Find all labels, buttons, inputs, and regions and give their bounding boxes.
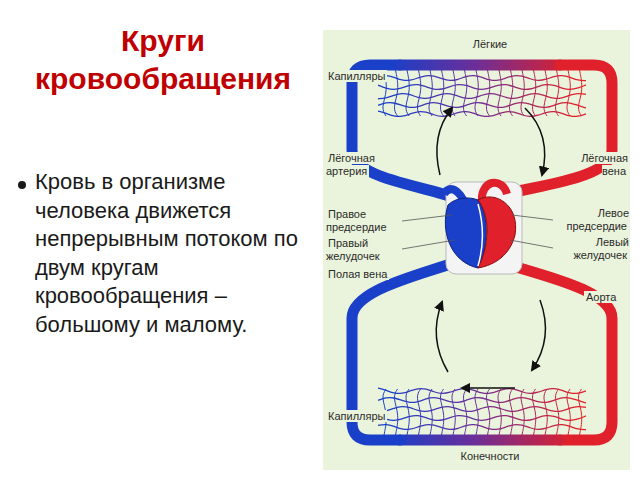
capillary-strand (378, 94, 586, 99)
capillary-strand (378, 398, 586, 403)
capillary-branch (440, 389, 443, 435)
slide-title: Круги кровообращения (18, 22, 308, 97)
capillary-branch (417, 389, 420, 435)
capillary-strand (378, 388, 586, 393)
bullet-dot (18, 181, 26, 189)
capillary-branch (567, 70, 570, 116)
capillary-branch (463, 389, 466, 435)
heart-chamber-label: Левый желудочек (553, 236, 629, 261)
pulmonary-vein (506, 65, 612, 194)
capillary-branch (509, 389, 512, 435)
capillary-branch (567, 389, 570, 435)
label-text: Конечности (459, 450, 522, 462)
label-text: Аорта (584, 291, 618, 303)
capillary-branch (498, 70, 501, 116)
label-text: Капилляры (326, 410, 387, 422)
capillary-branch (544, 389, 547, 435)
capillary-branch (452, 70, 455, 116)
flow-arrows (436, 108, 545, 388)
vessel-label: Лёгочная вена (564, 152, 628, 177)
capillary-branch (429, 70, 432, 116)
capillary-branch (532, 389, 535, 435)
capillary-branch (521, 389, 524, 435)
capillary-branch (440, 70, 443, 116)
capillary-branch (521, 70, 524, 116)
vessel-label: Лёгочная артерия (326, 152, 392, 177)
heart-chamber-label: Левое предсердие (553, 207, 629, 232)
capillary-branch (509, 70, 512, 116)
capillary-branch (406, 389, 409, 435)
leader-lines (402, 215, 553, 249)
label-text: Правое предсердие (326, 208, 389, 233)
capillary-branch (498, 389, 501, 435)
label-text: Левое предсердие (566, 207, 629, 232)
part-label: Капилляры (326, 70, 401, 83)
vessel-label: Полая вена (326, 268, 392, 281)
bullet-text: Кровь в организме человека движется непр… (35, 168, 310, 340)
capillary-branch (475, 389, 478, 435)
lung-capillaries (400, 60, 560, 71)
capillary-branch (486, 70, 489, 116)
organ-label: Конечности (440, 450, 540, 463)
capillary-branch (406, 70, 409, 116)
capillary-strand (378, 103, 586, 108)
part-label: Капилляры (326, 410, 401, 423)
aorta-vessel (500, 262, 612, 440)
capillary-branch (394, 70, 397, 116)
heart (444, 182, 522, 274)
capillary-branch (578, 70, 581, 116)
heart-chamber-label: Правое предсердие (326, 208, 402, 233)
capillary-branch (463, 70, 466, 116)
capillary-strand (378, 407, 586, 412)
label-text: Правый желудочек (326, 237, 382, 262)
capillary-branch (555, 389, 558, 435)
capillary-branch (429, 389, 432, 435)
capillary-branch (486, 389, 489, 435)
label-text: Лёгкие (471, 38, 509, 50)
pulmonary-artery (352, 65, 452, 197)
capillary-mesh (378, 70, 586, 435)
capillary-branch (532, 70, 535, 116)
body-capillaries (400, 435, 560, 446)
capillary-branch (544, 70, 547, 116)
vessel-label: Аорта (584, 291, 630, 304)
organ-label: Лёгкие (440, 38, 540, 51)
label-text: Лёгочная артерия (326, 152, 375, 177)
label-text: Лёгочная вена (579, 152, 628, 177)
label-text: Левый желудочек (573, 236, 629, 261)
label-text: Капилляры (326, 70, 387, 82)
capillary-branch (417, 70, 420, 116)
capillary-branch (394, 389, 397, 435)
capillary-branch (578, 389, 581, 435)
diagram-panel (323, 30, 630, 470)
heart-chamber-label: Правый желудочек (326, 237, 402, 262)
capillary-branch (555, 70, 558, 116)
capillary-branch (475, 70, 478, 116)
label-text: Полая вена (326, 268, 389, 280)
capillary-branch (452, 389, 455, 435)
